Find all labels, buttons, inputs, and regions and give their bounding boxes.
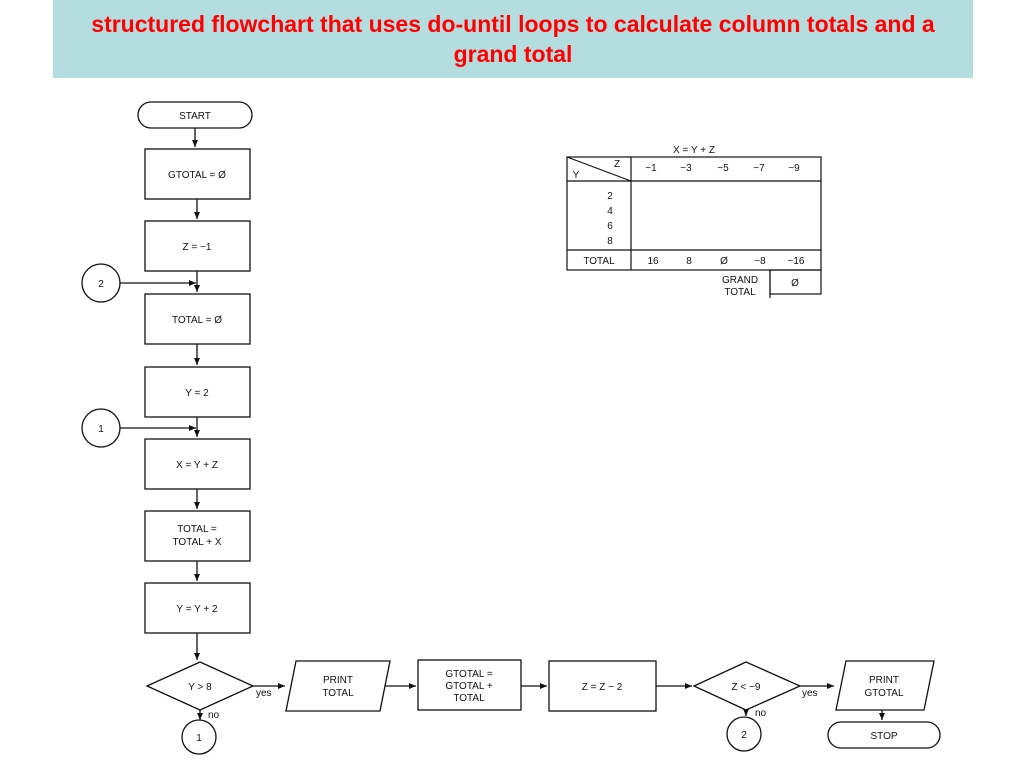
y-inc-label: Y = Y + 2 [176, 604, 218, 615]
total-calc-line1: TOTAL = [177, 524, 217, 535]
table-corner-diagonal [566, 156, 632, 182]
table-corner-z: Z [614, 159, 620, 170]
z-value: −9 [788, 163, 800, 174]
table-outline [566, 156, 822, 271]
y-init-box: Y = 2 [144, 366, 251, 418]
print-gtotal-box: PRINT GTOTAL [835, 660, 935, 711]
start-label: START [179, 111, 211, 122]
grand-total-box [769, 269, 822, 295]
connector-1-entry: 1 [81, 408, 121, 448]
table-caption: X = Y + Z [673, 145, 715, 156]
total-value: 16 [647, 256, 659, 267]
connector-1-entry-label: 1 [98, 424, 104, 435]
table-corner-y: Y [573, 170, 580, 181]
total-init-box: TOTAL = Ø [144, 293, 251, 345]
gtotal-calc-line3: TOTAL [453, 693, 485, 704]
grand-total-value: Ø [791, 278, 799, 289]
connector-2-exit: 2 [726, 716, 762, 752]
total-init-label: TOTAL = Ø [172, 315, 222, 326]
decision-z-diamond: Z < −9 [692, 661, 802, 711]
decision-y-diamond: Y > 8 [145, 661, 255, 711]
print-gtotal-line2: GTOTAL [864, 688, 904, 699]
z-init-box: Z = −1 [144, 220, 251, 272]
decision-z-yes-label: yes [802, 688, 818, 699]
stop-terminal: STOP [827, 721, 941, 749]
print-total-line1: PRINT [323, 675, 353, 686]
connector-2-exit-label: 2 [741, 730, 747, 741]
x-calc-label: X = Y + Z [176, 460, 218, 471]
gtotal-init-label: GTOTAL = Ø [168, 170, 226, 181]
total-value: −8 [754, 256, 766, 267]
gtotal-calc-line1: GTOTAL = [445, 669, 492, 680]
gtotal-calc-box: GTOTAL = GTOTAL + TOTAL [417, 659, 522, 711]
connector-2-entry: 2 [81, 263, 121, 303]
connector-1-exit: 1 [181, 719, 217, 755]
y-inc-box: Y = Y + 2 [144, 582, 251, 634]
z-init-label: Z = −1 [183, 242, 212, 253]
total-value: Ø [720, 256, 728, 267]
x-calc-box: X = Y + Z [144, 438, 251, 490]
y-value: 2 [607, 191, 613, 202]
gtotal-init-box: GTOTAL = Ø [144, 148, 251, 200]
z-value: −1 [645, 163, 657, 174]
print-gtotal-line1: PRINT [869, 675, 899, 686]
z-dec-box: Z = Z − 2 [548, 660, 657, 712]
y-value: 6 [607, 221, 613, 232]
start-terminal: START [137, 101, 253, 129]
decision-z-no-label: no [755, 708, 767, 719]
decision-z-label: Z < −9 [732, 682, 761, 693]
print-total-box: PRINT TOTAL [285, 660, 391, 712]
decision-y-no-label: no [208, 710, 220, 721]
total-calc-line2: TOTAL + X [173, 537, 222, 548]
decision-y-yes-label: yes [256, 688, 272, 699]
total-value: −16 [788, 256, 805, 267]
z-dec-label: Z = Z − 2 [582, 682, 623, 693]
connector-2-entry-label: 2 [98, 279, 104, 290]
page-title: structured flowchart that uses do-until … [91, 11, 935, 67]
gtotal-calc-line2: GTOTAL + [445, 681, 492, 692]
y-value: 8 [607, 236, 613, 247]
grand-total-label-line1: GRAND [722, 275, 758, 286]
y-init-label: Y = 2 [185, 388, 209, 399]
z-value: −5 [717, 163, 729, 174]
y-value: 4 [607, 206, 613, 217]
grand-total-label-line2: TOTAL [724, 287, 756, 298]
table-total-label: TOTAL [583, 256, 615, 267]
connector-1-exit-label: 1 [196, 733, 202, 744]
values-table: Z Y −1 −3 −5 −7 −9 2 4 6 8 TOTAL 16 8 Ø … [566, 156, 822, 298]
z-value: −3 [680, 163, 692, 174]
total-value: 8 [686, 256, 692, 267]
print-total-line2: TOTAL [322, 688, 354, 699]
total-calc-box: TOTAL = TOTAL + X [144, 510, 251, 562]
decision-y-label: Y > 8 [188, 682, 212, 693]
z-value: −7 [753, 163, 765, 174]
title-banner: structured flowchart that uses do-until … [53, 0, 973, 78]
stop-label: STOP [870, 731, 897, 742]
